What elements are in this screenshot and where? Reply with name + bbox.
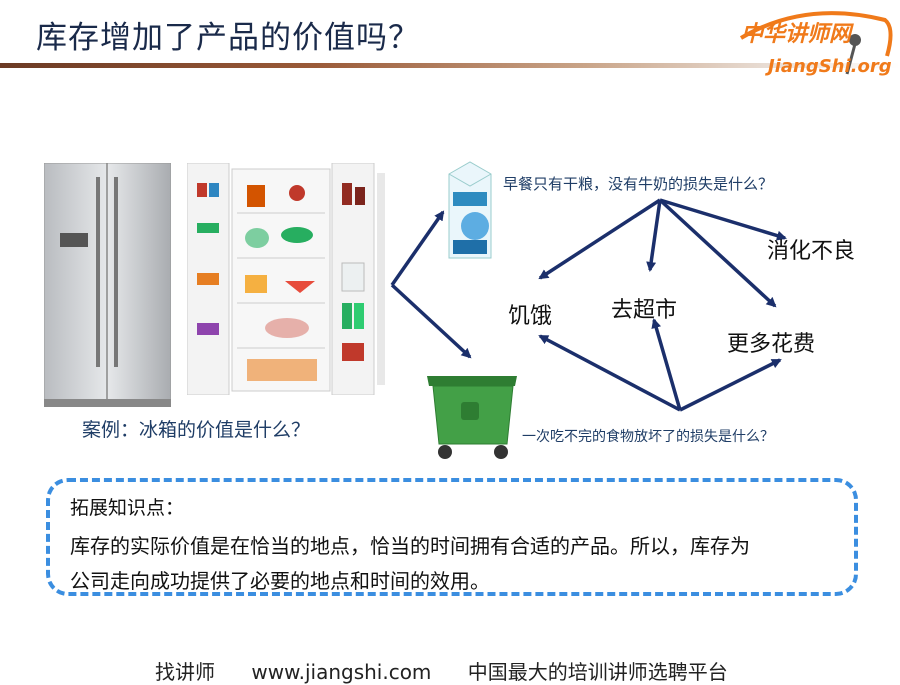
result-supermarket: 去超市 [611, 298, 678, 323]
knowledge-line-2: 公司走向成功提供了必要的地点和时间的效用。 [70, 569, 490, 593]
arrow-waste-supermarket [651, 318, 682, 411]
footer-url-link[interactable]: www.jiangshi.com [251, 660, 432, 684]
logo-swoosh-icon [739, 11, 893, 75]
arrow-milk-cost [658, 198, 777, 308]
milk-question: 早餐只有干粮，没有牛奶的损失是什么？ [503, 175, 774, 193]
page-title: 库存增加了产品的价值吗？ [36, 20, 420, 56]
arrow-waste-hunger [538, 334, 681, 412]
footer: 找讲师 www.jiangshi.com 中国最大的培训讲师选聘平台 [155, 656, 758, 685]
logo-text-cn: 中华讲师网 [741, 22, 852, 47]
trash-bin-image [427, 376, 517, 459]
fridge-open-image [187, 163, 385, 395]
footer-find-lecturer: 找讲师 [155, 660, 215, 684]
arrow-waste-cost [679, 358, 782, 412]
milk-carton-image [448, 161, 492, 259]
result-hunger: 饥饿 [508, 304, 553, 329]
brand-logo: 中华讲师网 JiangShi.org [735, 8, 895, 80]
logo-text-en: JiangShi.org [768, 56, 892, 77]
header-divider [0, 63, 900, 68]
arrow-to-milk [390, 210, 445, 287]
fridge-closed-image [44, 163, 171, 407]
waste-question: 一次吃不完的食物放坏了的损失是什么？ [522, 429, 774, 445]
arrow-milk-indigestion [659, 198, 787, 241]
knowledge-box [46, 478, 858, 596]
footer-slogan: 中国最大的培训讲师选聘平台 [467, 660, 728, 684]
knowledge-line-1: 库存的实际价值是在恰当的地点，恰当的时间拥有合适的产品。所以，库存为 [70, 534, 750, 558]
arrow-milk-hunger [538, 198, 661, 280]
result-more-cost: 更多花费 [727, 332, 816, 357]
arrow-to-bin [390, 283, 472, 359]
knowledge-title: 拓展知识点： [70, 497, 185, 519]
result-indigestion: 消化不良 [767, 239, 856, 264]
arrow-milk-supermarket [646, 199, 662, 272]
fridge-caption: 案例：冰箱的价值是什么？ [82, 419, 311, 441]
